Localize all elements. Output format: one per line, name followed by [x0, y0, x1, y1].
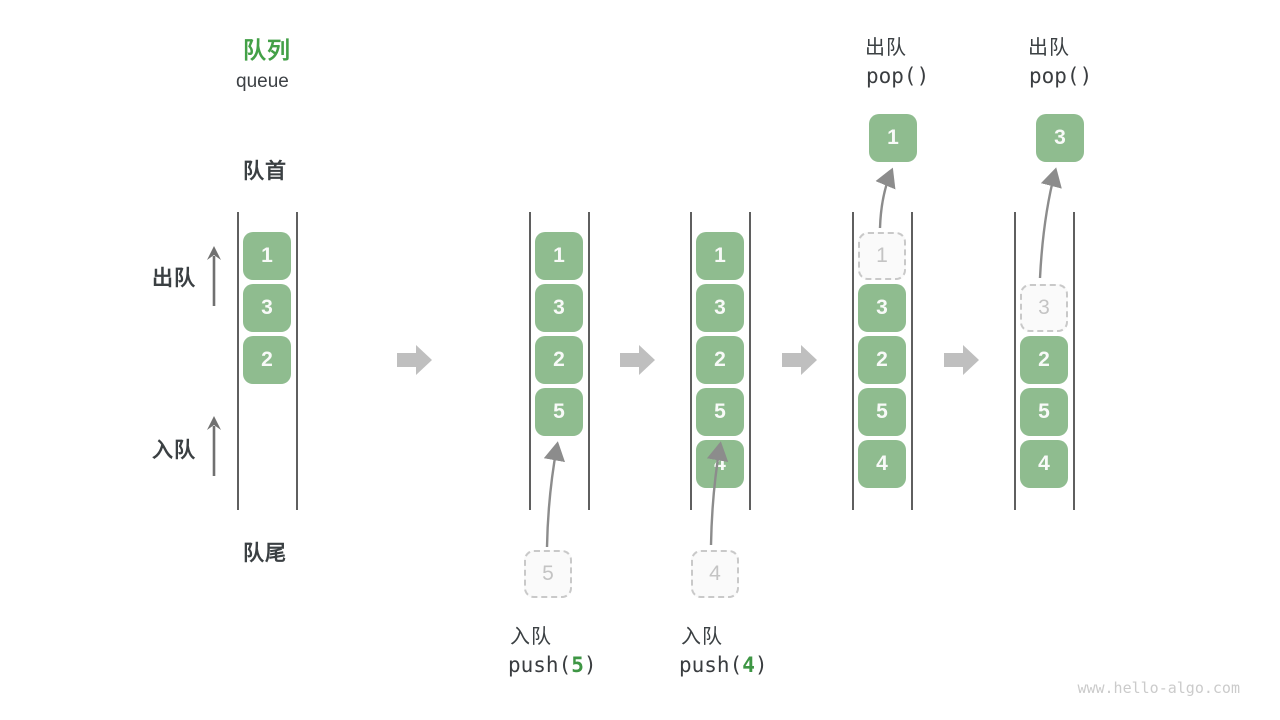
op-label: 出队 [865, 37, 907, 59]
queue-item: 5 [1020, 388, 1068, 436]
op-label: 出队 [1028, 37, 1070, 59]
op-code-arg: 4 [742, 653, 755, 677]
popped-item: 3 [1036, 114, 1084, 162]
op-label: 入队 [681, 626, 723, 648]
queue-item: 3 [858, 284, 906, 332]
pop-arrow-icon [875, 167, 896, 229]
watermark: www.hello-algo.com [1077, 679, 1240, 697]
flow-arrow-icon [620, 345, 655, 375]
queue-title: 队列 [243, 37, 291, 63]
dequeue-up-arrow-icon [207, 246, 221, 306]
ghost-item: 1 [858, 232, 906, 280]
enqueue-side-label: 入队 [152, 439, 196, 462]
queue-subtitle: queue [236, 71, 289, 92]
op-code-arg: 5 [571, 653, 584, 677]
column-wall [749, 212, 751, 510]
queue-item: 1 [243, 232, 291, 280]
column-wall [529, 212, 531, 510]
op-code-fn: push( [508, 653, 572, 677]
queue-item: 1 [696, 232, 744, 280]
column-wall [911, 212, 913, 510]
queue-item: 2 [535, 336, 583, 384]
enqueue-up-arrow-icon [207, 416, 221, 476]
column-wall [1073, 212, 1075, 510]
column-wall [588, 212, 590, 510]
front-label: 队首 [243, 160, 287, 183]
op-code: push(4) [679, 653, 768, 677]
popped-item: 1 [869, 114, 917, 162]
queue-item: 3 [243, 284, 291, 332]
column-wall [690, 212, 692, 510]
dequeue-side-label: 出队 [152, 267, 196, 290]
rear-label: 队尾 [243, 542, 287, 565]
column-wall [852, 212, 854, 510]
ghost-item: 3 [1020, 284, 1068, 332]
op-code: pop() [866, 64, 930, 88]
flow-arrow-icon [397, 345, 432, 375]
column-wall [237, 212, 239, 510]
queue-item: 2 [243, 336, 291, 384]
queue-item: 3 [696, 284, 744, 332]
queue-item: 4 [696, 440, 744, 488]
op-code: push(5) [508, 653, 597, 677]
queue-item: 5 [858, 388, 906, 436]
queue-item: 5 [696, 388, 744, 436]
queue-item: 4 [858, 440, 906, 488]
flow-arrow-icon [782, 345, 817, 375]
queue-item: 5 [535, 388, 583, 436]
column-wall [1014, 212, 1016, 510]
queue-item: 2 [696, 336, 744, 384]
incoming-item: 4 [691, 550, 739, 598]
op-code-fn: push( [679, 653, 743, 677]
queue-item: 2 [1020, 336, 1068, 384]
op-label: 入队 [510, 626, 552, 648]
op-code-close: ) [583, 653, 597, 677]
enqueue-arrow-icon [543, 441, 566, 548]
column-wall [296, 212, 298, 510]
queue-item: 4 [1020, 440, 1068, 488]
queue-item: 2 [858, 336, 906, 384]
flow-arrow-icon [944, 345, 979, 375]
op-code-close: ) [754, 653, 768, 677]
queue-item: 1 [535, 232, 583, 280]
op-code: pop() [1029, 64, 1093, 88]
pop-arrow-icon [1038, 167, 1062, 279]
queue-item: 3 [535, 284, 583, 332]
incoming-item: 5 [524, 550, 572, 598]
